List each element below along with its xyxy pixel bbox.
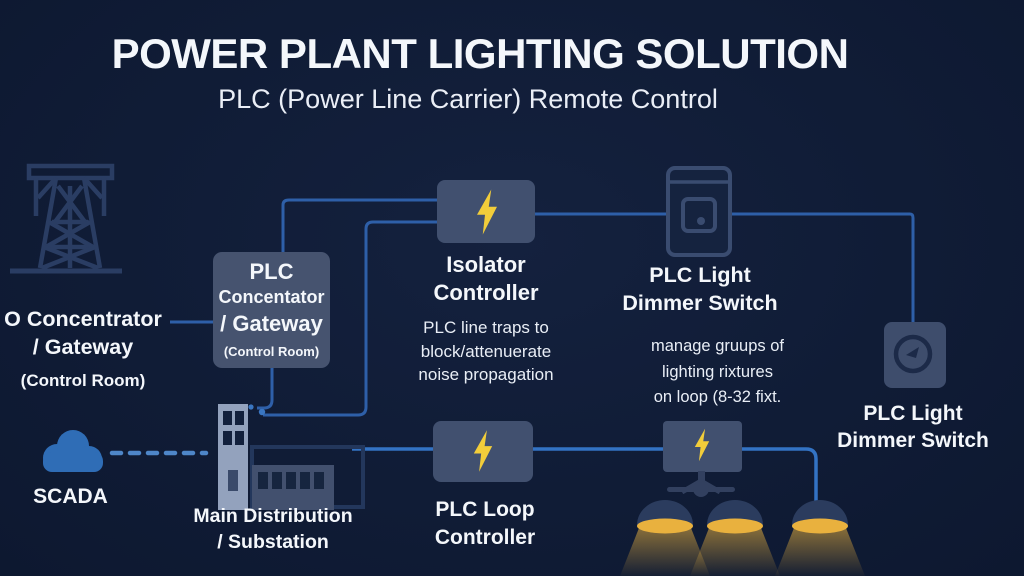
transmission-tower-icon bbox=[10, 163, 122, 274]
isolator-desc-line2: block/attenuerate bbox=[420, 341, 552, 361]
dimmer-top-title-line2: Dimmer Switch bbox=[622, 291, 778, 315]
left-gateway-label: O Concentrator / Gateway (Control Room) bbox=[0, 305, 186, 395]
isolator-controller-node bbox=[437, 180, 535, 243]
dimmer-top-desc-line2: lighting rixtures bbox=[662, 362, 773, 381]
isolator-desc-line3: noise propagation bbox=[418, 365, 554, 384]
monitor-icon bbox=[663, 421, 742, 497]
pendant-lamp-icon bbox=[690, 500, 780, 576]
dimmer-right-title-line1: PLC Light bbox=[863, 402, 963, 425]
pendant-lamp-icon bbox=[620, 500, 710, 576]
plc-gateway-line1: PLC bbox=[249, 259, 294, 284]
substation-line2: / Substation bbox=[217, 531, 329, 553]
plc-gateway-box bbox=[213, 252, 330, 368]
pendant-lamp-icon bbox=[775, 500, 865, 576]
plc-gateway-box-label: PLC Concentator / Gateway (Control Room) bbox=[213, 259, 330, 362]
substation-building-icon bbox=[218, 404, 365, 510]
lightning-bolt-icon bbox=[477, 189, 497, 235]
dimmer-top-desc-line1: manage gruups of bbox=[650, 337, 784, 355]
connector-monitor-to-lamp bbox=[742, 447, 818, 506]
lightning-bolt-icon bbox=[473, 430, 493, 472]
isolator-title-line2: Controller bbox=[433, 280, 539, 305]
plc-gateway-line2: Concentator bbox=[218, 287, 325, 307]
connector-isolator-to-substation bbox=[263, 220, 437, 417]
dimmer-right-title-line2: Dimmer Switch bbox=[837, 429, 989, 452]
dimmer-top-description: manage gruups of lighting rixtures on lo… bbox=[625, 334, 810, 411]
substation-label: Main Distribution / Substation bbox=[179, 503, 367, 555]
loop-controller-line2: Controller bbox=[434, 526, 536, 549]
loop-controller-line1: PLC Loop bbox=[435, 498, 535, 521]
left-gateway-line1: O Concentrator bbox=[4, 307, 162, 331]
loop-controller-label: PLC Loop Controller bbox=[398, 496, 572, 552]
dimmer-right-title: PLC Light Dimmer Switch bbox=[823, 400, 1003, 454]
dimmer-top-desc-line3: on loop (8-32 fixt. bbox=[653, 388, 782, 406]
lightning-bolt-icon bbox=[694, 428, 710, 462]
smart-panel-icon bbox=[666, 166, 732, 257]
dimmer-top-title-line1: PLC Light bbox=[649, 263, 751, 287]
left-gateway-note: (Control Room) bbox=[20, 371, 146, 390]
left-gateway-line2: / Gateway bbox=[32, 335, 134, 359]
substation-line1: Main Distribution bbox=[193, 505, 353, 527]
isolator-desc-line1: PLC line traps to bbox=[423, 318, 549, 337]
connector-isolator-to-dimmer bbox=[533, 212, 915, 324]
isolator-title-line1: Isolator bbox=[446, 252, 526, 277]
cloud-icon bbox=[43, 430, 103, 472]
connector-junction-dots bbox=[248, 404, 266, 416]
plc-gateway-line3: / Gateway bbox=[220, 311, 323, 336]
isolator-title: Isolator Controller bbox=[405, 251, 567, 307]
page-title: POWER PLANT LIGHTING SOLUTION bbox=[111, 30, 849, 77]
connector-plcbox-to-isolator bbox=[281, 198, 437, 252]
connector-plcbox-to-substation bbox=[257, 368, 274, 410]
dimmer-top-title: PLC Light Dimmer Switch bbox=[608, 261, 792, 317]
page-subtitle: PLC (Power Line Carrier) Remote Control bbox=[218, 84, 718, 114]
scada-label: SCADA bbox=[33, 485, 108, 508]
loop-controller-node bbox=[433, 421, 533, 482]
plc-gateway-note: (Control Room) bbox=[223, 344, 320, 359]
isolator-description: PLC line traps to block/attenuerate nois… bbox=[393, 316, 579, 387]
dimmer-dial-icon bbox=[884, 322, 946, 388]
